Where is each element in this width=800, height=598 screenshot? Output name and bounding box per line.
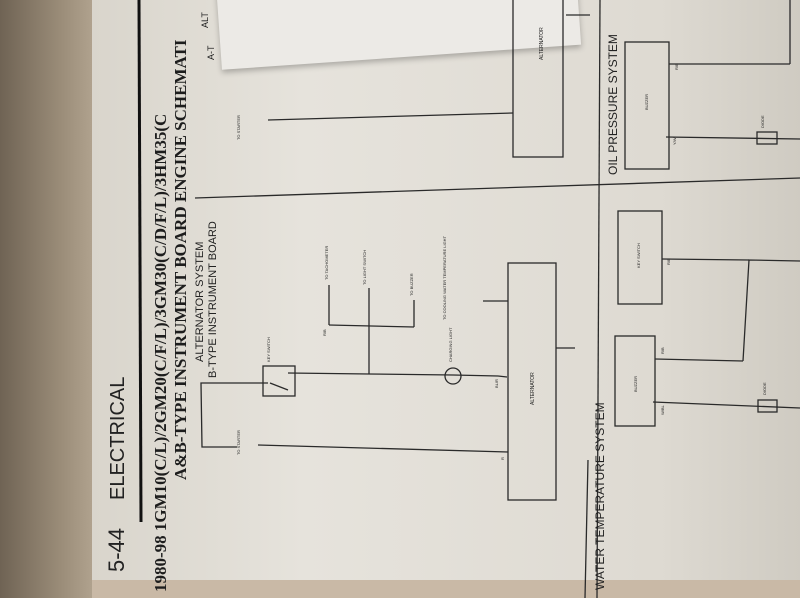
diode-icon (757, 399, 778, 413)
wire-label: W/BL (660, 404, 665, 415)
buzzer-box (614, 335, 656, 427)
title-line1: 1980-98 1GM10(C/L)/2GM20(C/F/L)/3GM30(C/… (151, 114, 170, 592)
overlap-text: A-T (206, 45, 216, 60)
wire-label: Y/W (672, 137, 677, 145)
oil-pressure-heading: OIL PRESSURE SYSTEM (606, 34, 620, 175)
diode-label: DIODE (760, 115, 765, 128)
wire-label: R/B (674, 63, 679, 70)
b-type-heading: B-TYPE INSTRUMENT BOARD (207, 221, 219, 378)
section-title: ELECTRICAL (107, 377, 129, 500)
alternator-label: ALTERNATOR (530, 372, 536, 405)
header-rule (137, 0, 143, 523)
water-temp-heading: WATER TEMPERATURE SYSTEM (593, 402, 607, 590)
wire (267, 112, 514, 121)
page-edge (92, 580, 800, 598)
divider-short (584, 459, 589, 598)
title-line2: A&B-TYPE INSTRUMENT BOARD ENGINE SCHEMAT… (171, 39, 190, 480)
key-switch-label: KEY SWITCH (636, 243, 641, 268)
to-starter-label: TO STARTER (236, 430, 241, 455)
wire (742, 259, 800, 362)
wire (652, 401, 800, 409)
key-switch-label: KEY SWITCH (266, 337, 271, 362)
wire-label: R/B (666, 258, 671, 265)
wire-r (257, 444, 509, 453)
buzzer-box (624, 41, 670, 170)
wire-label: R/B (322, 329, 327, 336)
to-tachometer-label: TO TACHOMETER (324, 246, 329, 280)
carpet-background (0, 0, 100, 598)
wire-label: R (500, 457, 505, 460)
to-cooling-label: TO COOLING WATER TEMPERATURE LIGHT (442, 235, 447, 320)
buzzer-label: BUZZER (644, 94, 649, 110)
alternator-label: ALTERNATOR (539, 27, 545, 60)
switch-contact (269, 382, 289, 391)
alternator-box (507, 262, 557, 501)
manual-page (92, 0, 800, 598)
overlap-text: ALT (200, 12, 210, 28)
to-starter-label: TO STARTER (236, 115, 241, 140)
buzzer-label: BUZZER (633, 376, 638, 392)
wire (200, 382, 268, 448)
wire-rb (287, 372, 508, 378)
wire-label: BL/R (494, 379, 499, 388)
charging-light-label: CHARGING LIGHT (448, 327, 453, 362)
page-number: 5-44 (104, 528, 129, 572)
alternator-box (512, 0, 564, 158)
to-light-switch-label: TO LIGHT SWITCH (362, 250, 367, 285)
wire (665, 136, 800, 140)
wire (328, 324, 415, 328)
diode-icon (756, 131, 778, 145)
key-switch (262, 365, 296, 397)
diode-label: DIODE (762, 382, 767, 395)
alternator-system-heading: ALTERNATOR SYSTEM (194, 242, 206, 362)
to-buzzer-label: TO BUZZER (409, 273, 414, 296)
key-switch-box (617, 210, 663, 305)
divider-horizontal (194, 177, 800, 199)
charging-light-icon (444, 367, 462, 385)
wire (661, 258, 750, 261)
wire (654, 358, 744, 362)
wire-label: R/B (660, 347, 665, 354)
divider-vertical (596, 0, 601, 598)
